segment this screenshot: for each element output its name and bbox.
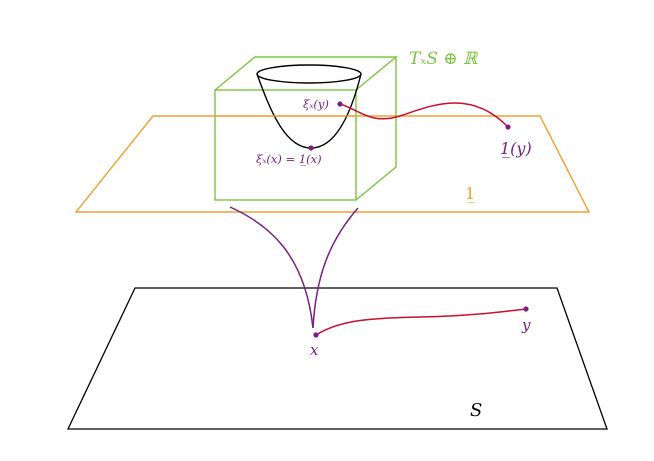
base-curve [315, 308, 527, 336]
point-y-label: y [521, 316, 531, 334]
projection-curve-right [312, 207, 359, 329]
tangent-box [214, 56, 398, 201]
one-y-label: 1̲(y) [500, 139, 532, 158]
manifold-label: S [470, 400, 482, 421]
manifold-plane [66, 287, 608, 430]
point-x [313, 332, 319, 338]
tangent-space-label: TₓS ⊕ ℝ [409, 49, 479, 69]
projection-curve-left [229, 206, 314, 329]
point-one-y [505, 124, 511, 130]
trivial-bundle-label: 1̲ [465, 184, 475, 203]
point-y [523, 306, 529, 312]
xi-x-x-label: ξₓ(x) = 1̲(x) [256, 152, 322, 166]
section-curve [339, 102, 509, 128]
point-xi-x [308, 145, 314, 151]
xi-x-y-label: ξₓ(y) [303, 97, 329, 111]
point-x-label: x [310, 341, 319, 359]
point-xi-y [337, 101, 343, 107]
trivial-bundle-plane [74, 115, 591, 213]
